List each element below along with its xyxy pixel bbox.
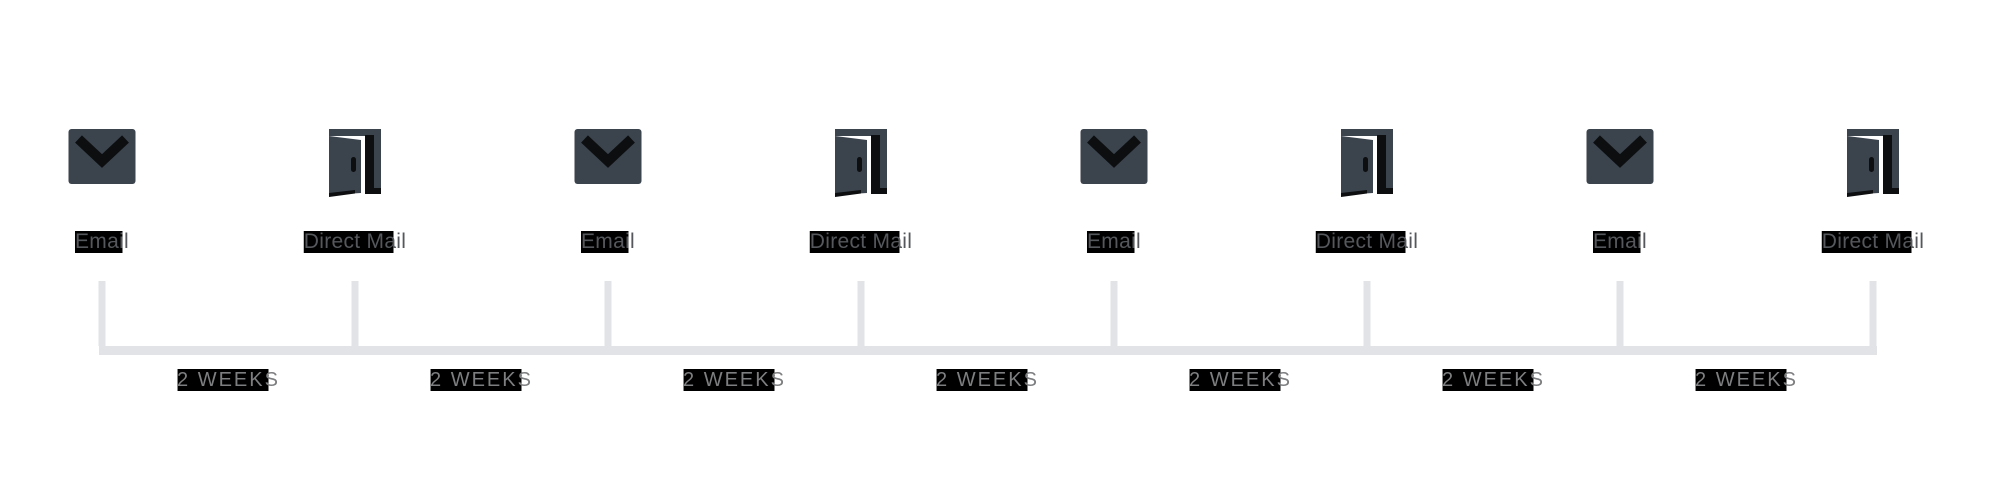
- station-label: Direct Mail: [809, 230, 913, 253]
- timeline-tick: [1363, 281, 1371, 346]
- door-open-icon: [1341, 129, 1393, 202]
- interval-label: 2 WEEKS: [936, 369, 1039, 391]
- timeline-tick: [604, 281, 612, 346]
- envelope-icon: [68, 129, 136, 189]
- station-label: Email: [1592, 230, 1648, 253]
- station-label: Email: [1086, 230, 1142, 253]
- interval-label: 2 WEEKS: [1189, 369, 1292, 391]
- envelope-icon: [1080, 129, 1148, 189]
- station-label: Direct Mail: [1821, 230, 1925, 253]
- station-label: Email: [74, 230, 130, 253]
- interval-label: 2 WEEKS: [1442, 369, 1545, 391]
- door-open-icon: [1847, 129, 1899, 202]
- timeline-tick: [98, 281, 106, 346]
- timeline-tick: [1110, 281, 1118, 346]
- interval-label: 2 WEEKS: [1695, 369, 1798, 391]
- door-open-icon: [835, 129, 887, 202]
- door-open-icon: [329, 129, 381, 202]
- interval-label: 2 WEEKS: [683, 369, 786, 391]
- interval-label: 2 WEEKS: [177, 369, 280, 391]
- station-label: Direct Mail: [1315, 230, 1419, 253]
- envelope-icon: [1586, 129, 1654, 189]
- station-label: Direct Mail: [303, 230, 407, 253]
- envelope-icon: [574, 129, 642, 189]
- timeline-tick: [1869, 281, 1877, 346]
- timeline-bar: [98, 346, 1877, 355]
- interval-label: 2 WEEKS: [430, 369, 533, 391]
- station-label: Email: [580, 230, 636, 253]
- timeline-tick: [857, 281, 865, 346]
- timeline-tick: [1616, 281, 1624, 346]
- timeline-tick: [351, 281, 359, 346]
